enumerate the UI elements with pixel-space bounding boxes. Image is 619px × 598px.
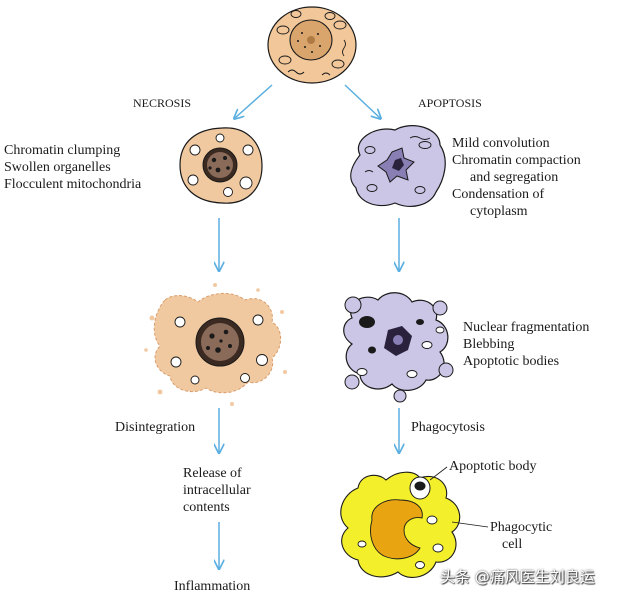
apoptotic-body-label: Apoptotic body xyxy=(449,459,537,474)
apoptosis-feature-1: Mild convolution xyxy=(452,136,550,151)
phagocytic-label-2: cell xyxy=(502,537,522,552)
blebbing-apoptotic-cell xyxy=(343,292,454,403)
necrosis-release-2: intracellular xyxy=(183,483,251,498)
disintegrating-necrotic-cell xyxy=(144,283,287,406)
arrow-to-necrosis xyxy=(235,84,273,118)
watermark: 头条 @痛风医生刘良运 xyxy=(440,568,595,586)
necrosis-feature-3: Flocculent mitochondria xyxy=(4,177,142,192)
necrosis-release-3: contents xyxy=(183,500,230,515)
apoptosis-feature-3: and segregation xyxy=(470,170,558,185)
necrosis-feature-2: Swollen organelles xyxy=(4,160,111,175)
apoptosis-feature-2: Chromatin compaction xyxy=(452,153,581,168)
necrosis-step-disintegration: Disintegration xyxy=(115,420,195,435)
necrosis-title: NECROSIS xyxy=(133,96,191,110)
apoptosis-feature-5: cytoplasm xyxy=(470,204,528,219)
apoptotic-condensed-cell xyxy=(350,125,446,207)
normal-cell xyxy=(267,6,357,84)
necrosis-feature-1: Chromatin clumping xyxy=(4,143,120,158)
apoptosis-feature2-3: Apoptotic bodies xyxy=(463,354,559,369)
apoptosis-feature2-2: Blebbing xyxy=(463,337,514,352)
phagocytic-label-1: Phagocytic xyxy=(490,520,552,535)
arrow-to-apoptosis xyxy=(344,84,380,118)
necrosis-release-1: Release of xyxy=(183,466,242,481)
arrows xyxy=(219,84,399,568)
phagocytic-cell xyxy=(340,471,461,578)
apoptosis-step-phagocytosis: Phagocytosis xyxy=(411,420,485,435)
apoptosis-feature2-1: Nuclear fragmentation xyxy=(463,320,589,335)
engulfed-apoptotic-body xyxy=(409,476,431,500)
necrotic-swollen-cell xyxy=(179,127,263,204)
apoptosis-title: APOPTOSIS xyxy=(418,96,482,110)
apoptosis-feature-4: Condensation of xyxy=(452,187,544,202)
leader-lines xyxy=(429,466,489,528)
necrosis-outcome: Inflammation xyxy=(174,579,250,594)
